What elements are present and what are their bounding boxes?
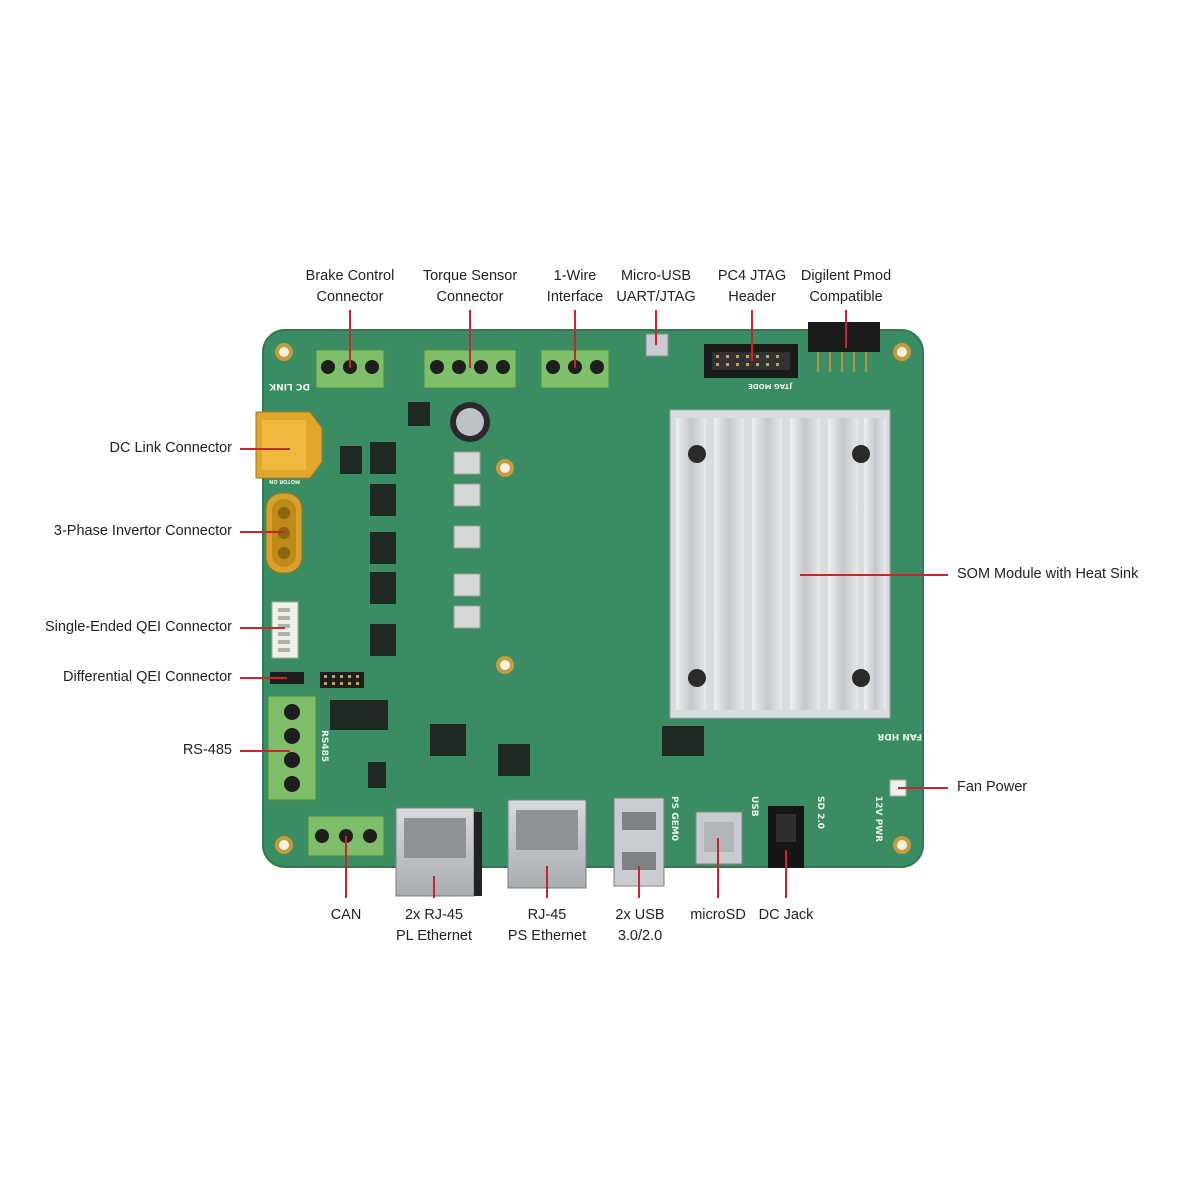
silk-dc-link: DC LINK [268,381,310,391]
silk-fan-hdr: FAN HDR [877,731,922,741]
silk-rs485: RS485 [319,730,329,762]
dc-link-connector [255,411,323,479]
rj45-pl-ethernet [395,807,482,897]
label-dc-link: DC Link Connector [109,440,233,456]
power-components [330,402,704,788]
capacitor [450,402,490,442]
microsd-slot [695,811,743,865]
pmod-header [808,322,880,372]
label-rs485: RS-485 [182,742,232,758]
silk-motor-on: MOTOR ON [269,478,300,484]
rs485-terminal [267,695,317,801]
label-qei-diff: Differential QEI Connector [63,669,232,685]
silk-usb: USB [749,796,759,817]
silkscreen-text: DC LINK RS485 JTAG MODE FAN HDR PS GEM0 … [268,381,922,842]
leader-lines [240,310,948,898]
label-microsd: microSD [690,907,746,923]
three-phase-connector [265,492,303,574]
inductors [453,451,481,629]
label-dc-jack: DC Jack [758,907,814,923]
label-som: SOM Module with Heat Sink [957,566,1139,582]
label-three-phase: 3-Phase Invertor Connector [53,523,232,539]
label-fan-power: Fan Power [957,779,1028,795]
silk-sd: SD 2.0 [815,796,825,829]
mounting-holes [275,343,911,854]
silk-ps-gem0: PS GEM0 [669,796,679,841]
silk-12v-pwr: 12V PWR [873,796,883,842]
som-heatsink [669,409,891,719]
label-qei-single: Single-Ended QEI Connector [45,619,232,635]
pin-header [320,672,364,688]
label-can: CAN [330,907,362,923]
qei-single-connector [271,601,299,659]
silk-jtag-mode: JTAG MODE [748,382,793,390]
